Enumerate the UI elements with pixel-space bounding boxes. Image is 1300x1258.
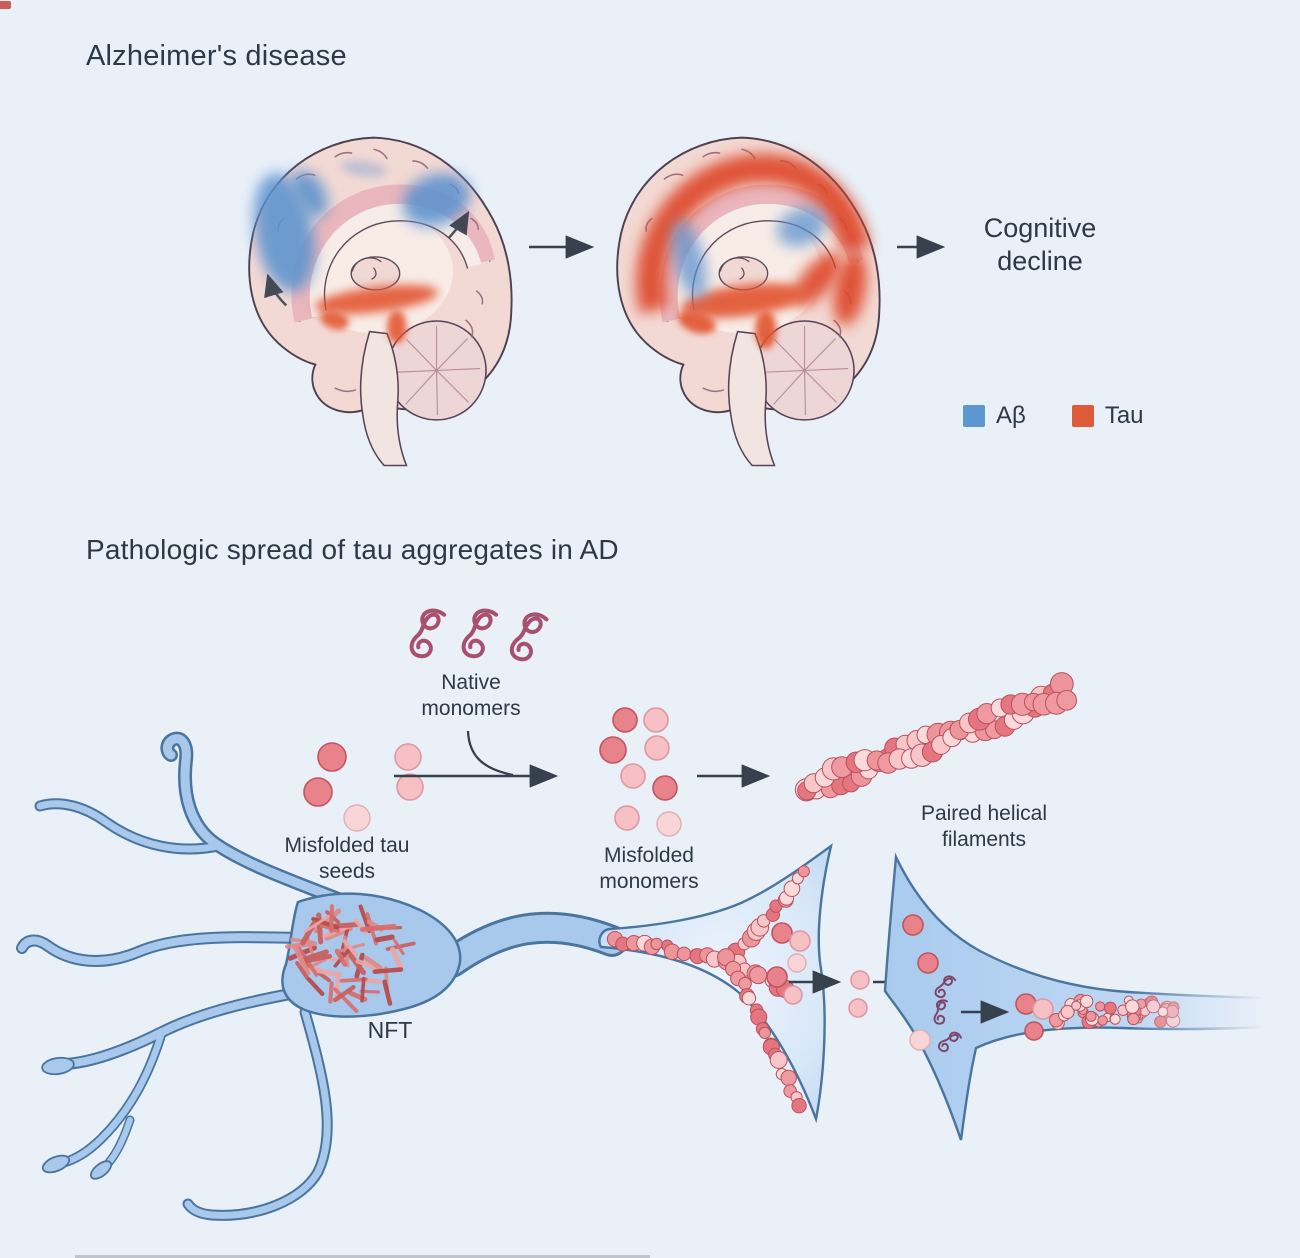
presynaptic-neuron xyxy=(16,731,628,1221)
abeta-deposit xyxy=(253,161,471,293)
section-title-alzheimers: Alzheimer's disease xyxy=(86,40,347,72)
nft-tangle xyxy=(284,904,416,1013)
cognitive-decline-label: Cognitive decline xyxy=(983,213,1097,276)
tau-seeds-in-terminal xyxy=(766,922,811,1005)
section-title-tau-spread: Pathologic spread of tau aggregates in A… xyxy=(86,534,619,565)
late-ad-brain xyxy=(617,138,879,466)
legend-item-abeta: Aβ xyxy=(963,402,1026,430)
abeta-legend-label: Aβ xyxy=(996,402,1026,429)
early-ad-brain xyxy=(245,138,511,466)
axon-terminal xyxy=(598,843,833,1124)
tau-filament-branches xyxy=(606,865,810,1114)
misfolded-tau-seeds xyxy=(303,742,424,832)
spread-arrows xyxy=(264,210,470,307)
abeta-legend-swatch-icon xyxy=(963,405,985,427)
nft-label: NFT xyxy=(367,1017,413,1043)
paired-helical-filament xyxy=(794,672,1078,802)
misfolded-monomers-label: Misfolded monomers xyxy=(599,844,699,894)
legend-item-tau: Tau xyxy=(1071,402,1144,430)
native-monomer-feed-curve xyxy=(466,730,514,777)
tau-deposit xyxy=(314,285,439,344)
native-monomers-label: Native monomers xyxy=(421,671,521,721)
tau-legend-label: Tau xyxy=(1104,402,1144,429)
internalized-tau-seeds xyxy=(902,914,939,1051)
tau-deposit-spread xyxy=(636,153,871,350)
dendrites xyxy=(16,731,379,1221)
tau-legend-swatch-icon xyxy=(1071,405,1094,427)
axon-fade xyxy=(1128,980,1300,1036)
legend: Aβ Tau xyxy=(963,402,1144,430)
paired-helical-filaments-label: Paired helical filaments xyxy=(920,802,1048,852)
misfolded-monomers xyxy=(599,707,682,837)
bottom-edge-artifact xyxy=(75,1255,650,1258)
native-monomer-squiggles xyxy=(412,611,547,661)
corner-red-mark xyxy=(0,1,11,9)
abeta-deposit-remnant xyxy=(671,207,827,300)
new-aggregates xyxy=(1015,993,1054,1041)
misfolded-tau-seeds-label: Misfolded tau seeds xyxy=(284,834,410,884)
